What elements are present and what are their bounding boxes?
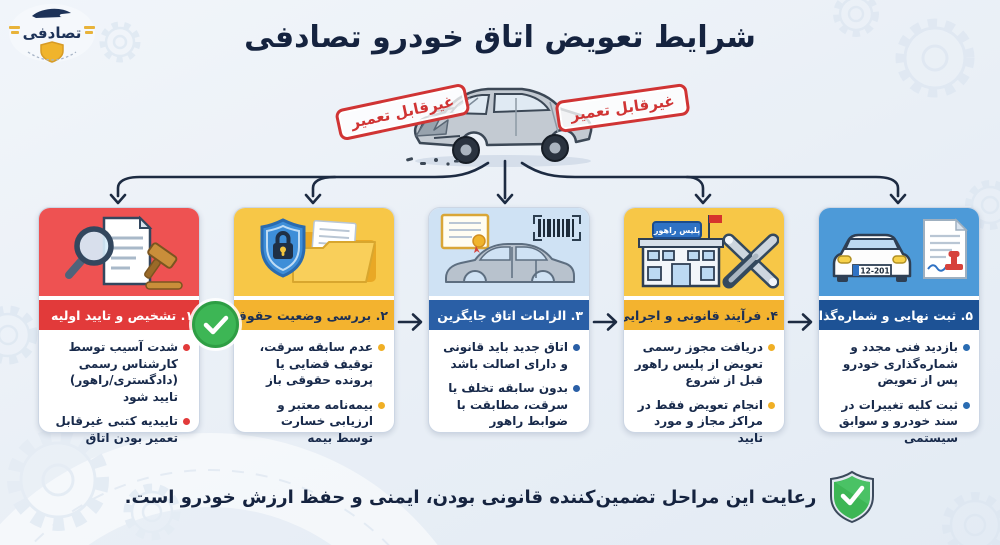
step5-title: ۵. ثبت نهایی و شماره‌گذاری — [819, 300, 979, 330]
car-shell-certificate-icon — [440, 213, 581, 283]
flow-connector — [109, 159, 907, 205]
bullet-dot-icon — [183, 344, 190, 351]
bullet-item: بیمه‌نامه معتبر و ارزیابی خسارت توسط بیم… — [243, 397, 385, 447]
bullet-item: عدم سابقه سرقت، توقیف قضایی یا پرونده حق… — [243, 339, 385, 389]
step3-illustration — [429, 208, 589, 296]
bullet-dot-icon — [768, 401, 775, 409]
bullet-dot-icon — [963, 344, 970, 351]
police-sign-text: پلیس راهور — [653, 226, 700, 236]
bullet-dot-icon — [963, 401, 970, 409]
brand-logo: تصادفی — [9, 4, 95, 63]
shield-lock-folder-icon — [260, 218, 376, 283]
license-plate-text: 12-201 — [860, 267, 889, 276]
logo-car-swoosh-icon — [32, 8, 71, 18]
footer-text: رعایت این مراحل تضمین‌کننده قانونی بودن،… — [124, 486, 817, 508]
police-building-tools-icon: پلیس راهور — [638, 215, 779, 289]
step4-illustration: پلیس راهور — [624, 208, 784, 296]
bullet-item: انجام تعویض فقط در مراکز مجاز و مورد تای… — [633, 397, 775, 447]
bullet-item: بازدید فنی مجدد و شماره‌گذاری خودرو پس ا… — [828, 339, 970, 389]
flow-arrow-icon — [397, 313, 423, 331]
step-card-3: ۳. الزامات اتاق جایگزین اتاق جدید باید ق… — [428, 207, 590, 433]
bullet-dot-icon — [573, 385, 580, 393]
flow-arrow-icon — [787, 313, 813, 331]
bullet-dot-icon — [768, 344, 775, 351]
step2-title: ۲. بررسی وضعیت حقوقی خودرو — [234, 300, 394, 330]
bullet-dot-icon — [573, 344, 580, 351]
logo-brand-text: تصادفی — [23, 24, 82, 42]
check-circle-icon — [192, 301, 239, 348]
step1-illustration — [39, 208, 199, 296]
step3-bullets: اتاق جدید باید قانونی و دارای اصالت باشد… — [429, 330, 589, 430]
step5-illustration: 12-201 — [819, 208, 979, 296]
step5-bullets: بازدید فنی مجدد و شماره‌گذاری خودرو پس ا… — [819, 330, 979, 446]
flow-arrow-icon — [592, 313, 618, 331]
green-shield-check-icon — [830, 470, 875, 524]
logo-shield-icon — [40, 41, 64, 63]
bullet-item: تاییدیه کتبی غیرقابل تعمیر بودن اتاق — [48, 413, 190, 446]
page-title: شرایط تعویض اتاق خودرو تصادفی — [244, 20, 756, 55]
step4-title: ۴. فرآیند قانونی و اجرایی — [624, 300, 784, 330]
bullet-dot-icon — [378, 344, 385, 351]
bullet-dot-icon — [183, 418, 190, 426]
step-card-1: ۱. تشخیص و تایید اولیه شدت آسیب توسط کار… — [38, 207, 200, 445]
step-card-4: پلیس راهور ۴. فرآیند قانونی و اجرایی دری… — [623, 207, 785, 445]
bullet-item: دریافت مجوز رسمی تعویض از پلیس راهور قبل… — [633, 339, 775, 389]
footer-note: رعایت این مراحل تضمین‌کننده قانونی بودن،… — [0, 470, 1000, 524]
step-card-2: ۲. بررسی وضعیت حقوقی خودرو عدم سابقه سرق… — [233, 207, 395, 445]
step1-title: ۱. تشخیص و تایید اولیه — [39, 300, 199, 330]
step1-bullets: شدت آسیب توسط کارشناس رسمی (دادگستری/راه… — [39, 330, 199, 446]
bullet-item: شدت آسیب توسط کارشناس رسمی (دادگستری/راه… — [48, 339, 190, 405]
step4-bullets: دریافت مجوز رسمی تعویض از پلیس راهور قبل… — [624, 330, 784, 446]
bullet-dot-icon — [378, 401, 385, 409]
car-plate-document-icon: 12-201 — [832, 218, 968, 282]
step-card-5: 12-201 ۵. ثبت نهایی و شماره‌گذاری بازدید… — [818, 207, 980, 445]
bullet-item: اتاق جدید باید قانونی و دارای اصالت باشد — [438, 339, 580, 372]
bullet-item: بدون سابقه تخلف یا سرقت، مطابقت با ضوابط… — [438, 380, 580, 430]
inspection-gavel-icon — [65, 215, 183, 290]
step3-title: ۳. الزامات اتاق جایگزین — [429, 300, 589, 330]
step2-illustration — [234, 208, 394, 296]
bullet-item: ثبت کلیه تغییرات در سند خودرو و سوابق سی… — [828, 397, 970, 447]
step2-bullets: عدم سابقه سرقت، توقیف قضایی یا پرونده حق… — [234, 330, 394, 446]
